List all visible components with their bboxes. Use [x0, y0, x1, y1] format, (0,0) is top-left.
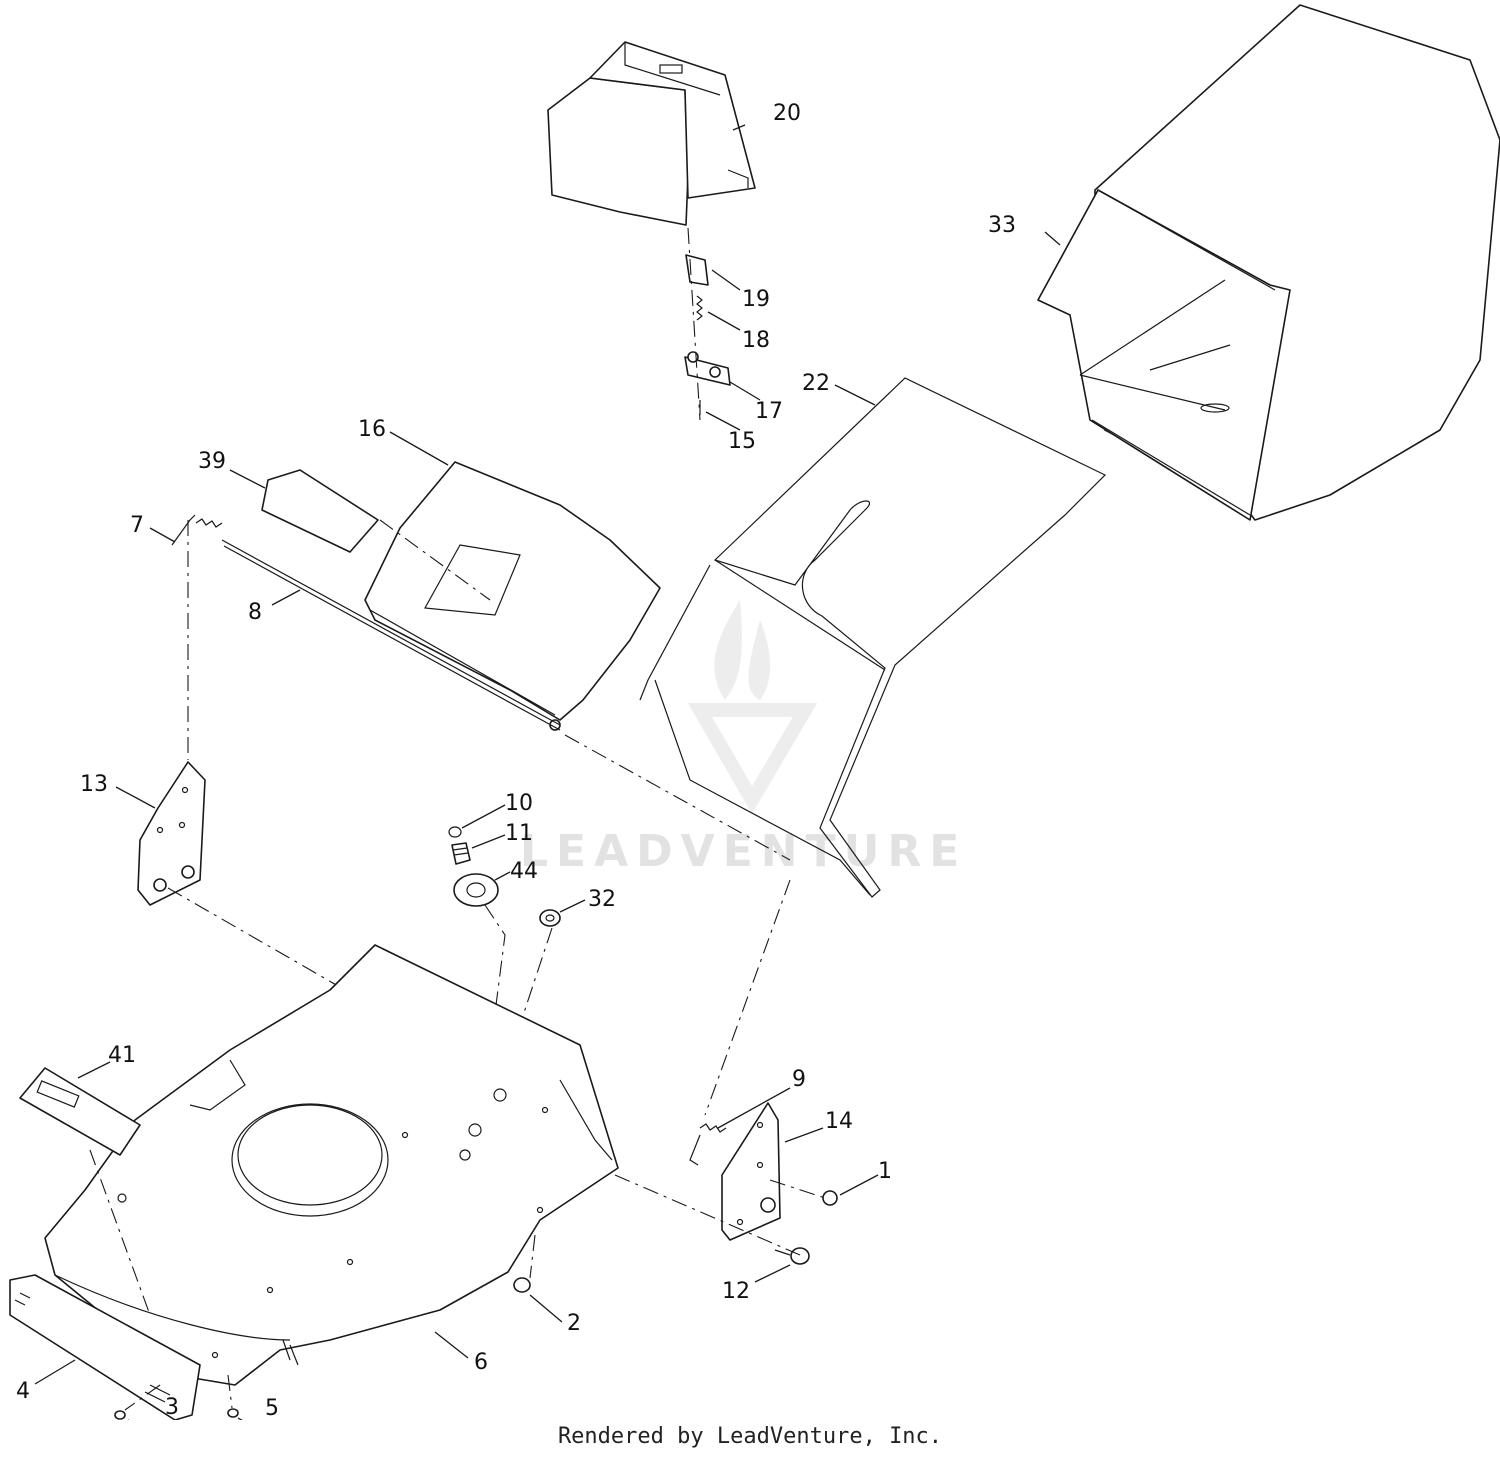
callout-20: 20 — [773, 101, 801, 126]
callout-3: 3 — [165, 1395, 179, 1420]
callout-11: 11 — [505, 821, 533, 846]
watermark-text: LEADVENTURE — [520, 826, 967, 877]
callout-15: 15 — [728, 429, 756, 454]
callout-6: 6 — [474, 1350, 488, 1375]
callout-1: 1 — [878, 1159, 892, 1184]
decal-39 — [261, 469, 379, 553]
mower-deck-6 — [44, 944, 619, 1386]
spring-18 — [696, 295, 703, 321]
spring-7 — [171, 514, 223, 546]
watermark-logo — [687, 600, 818, 814]
callout-39: 39 — [198, 449, 226, 474]
gasket-44 — [453, 873, 499, 907]
rear-door-16 — [364, 461, 661, 731]
callout-7: 7 — [130, 513, 144, 538]
rod-8 — [221, 539, 561, 731]
grass-bag-33 — [1037, 4, 1500, 521]
callout-33: 33 — [988, 213, 1016, 238]
spring-9 — [689, 1123, 727, 1166]
callout-41: 41 — [108, 1043, 136, 1068]
nut-5 — [227, 1408, 239, 1418]
callout-32: 32 — [588, 887, 616, 912]
discharge-chute-20 — [547, 41, 756, 226]
footer-credit: Rendered by LeadVenture, Inc. — [557, 1424, 943, 1449]
callout-5: 5 — [265, 1396, 279, 1420]
callout-19: 19 — [742, 287, 770, 312]
callout-13: 13 — [80, 772, 108, 797]
callout-10: 10 — [505, 791, 533, 816]
callout-4: 4 — [16, 1379, 30, 1404]
latch-19 — [685, 254, 709, 286]
hinge-bracket-17 — [684, 351, 731, 386]
callout-16: 16 — [358, 417, 386, 442]
callout-44: 44 — [510, 859, 538, 884]
callout-14: 14 — [825, 1109, 853, 1134]
parts-diagram: LEADVENTURE — [9, 4, 1500, 1420]
callout-12: 12 — [722, 1279, 750, 1304]
screw-3 — [114, 1410, 126, 1420]
callout-9: 9 — [792, 1067, 806, 1092]
callout-8: 8 — [248, 600, 262, 625]
side-bracket-14 — [721, 1102, 781, 1241]
washer-10 — [448, 826, 462, 838]
bag-frame-22 — [639, 377, 1107, 898]
callout-22: 22 — [802, 371, 830, 396]
bolt-12 — [774, 1247, 810, 1265]
decal-41 — [19, 1067, 141, 1156]
nut-1 — [822, 1190, 838, 1206]
callout-2: 2 — [567, 1311, 581, 1336]
callout-18: 18 — [742, 328, 770, 353]
callout-17: 17 — [755, 399, 783, 424]
fitting-11 — [451, 842, 471, 865]
plug-32 — [539, 909, 561, 927]
nut-2 — [513, 1277, 531, 1293]
rear-bracket-13 — [137, 761, 206, 906]
